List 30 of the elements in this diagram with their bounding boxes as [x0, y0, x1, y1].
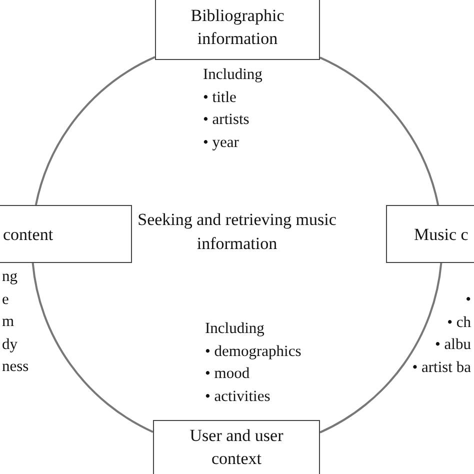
category-box [153, 420, 320, 474]
list-item: e [2, 290, 9, 310]
category-box [0, 205, 132, 263]
category-box [386, 205, 474, 263]
center-label: Seeking and retrieving music information [137, 209, 337, 255]
list-item: Including [205, 319, 264, 339]
list-item: • year [203, 132, 239, 152]
list-item: • artist ba [412, 358, 471, 378]
category-box [155, 0, 320, 60]
list-item: m [2, 312, 14, 332]
circle-arc-connector [320, 56, 440, 206]
circle-arc-connector [32, 262, 154, 433]
list-item: dy [2, 334, 18, 354]
list-item: ness [2, 357, 29, 377]
box-title: Music c [414, 224, 468, 246]
list-item: • [466, 290, 471, 310]
circle-arc-connector [320, 262, 442, 434]
box-title: content [3, 224, 54, 246]
list-item: Including [203, 65, 262, 85]
list-item: • artists [203, 110, 250, 130]
list-item: • albu [435, 335, 471, 355]
list-item: • activities [205, 386, 270, 406]
list-item: • title [203, 88, 236, 108]
list-item: • ch [447, 312, 471, 332]
list-item: • demographics [205, 342, 302, 362]
circle-arc-connector [34, 56, 156, 206]
list-item: ng [2, 267, 18, 287]
list-item: • mood [205, 364, 250, 384]
box-title: User and user context [188, 425, 284, 470]
box-title: Bibliographic information [190, 5, 286, 50]
